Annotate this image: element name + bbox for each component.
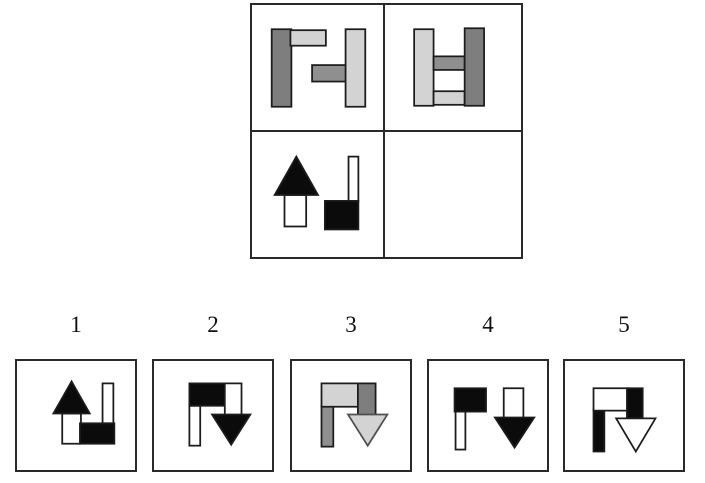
puzzle-matrix: [250, 3, 523, 259]
flag: [320, 382, 360, 408]
matrix-cell-bottom-left: [252, 132, 383, 257]
down-arrow-stem: [223, 382, 243, 417]
flag-pole: [592, 408, 606, 453]
option-label-2: 2: [207, 312, 219, 337]
down-arrow-head: [210, 413, 252, 447]
flag-pole: [320, 404, 335, 448]
up-arrow-stem: [283, 194, 308, 228]
flag: [188, 382, 227, 407]
up-arrow-head: [51, 379, 92, 415]
option-label-4: 4: [482, 312, 494, 337]
option-box-4[interactable]: [427, 359, 549, 472]
up-arrow-stem: [61, 412, 82, 445]
down-arrow-head: [493, 416, 536, 450]
light-vertical-bar: [413, 28, 435, 107]
white-vertical-bar: [347, 155, 360, 203]
option-label-1: 1: [70, 312, 82, 337]
matrix-cell-top-right: [385, 5, 521, 130]
black-block: [324, 200, 360, 231]
matrix-cell-bottom-right-empty: [385, 132, 521, 257]
down-arrow-stem: [626, 387, 644, 422]
option-label-3: 3: [345, 312, 357, 337]
down-arrow-head: [346, 413, 389, 448]
option-box-2[interactable]: [152, 359, 274, 472]
up-arrow-head: [273, 154, 320, 196]
gray-crossbar-upper: [432, 55, 466, 71]
light-flag-top: [289, 29, 327, 47]
option-box-1[interactable]: [15, 359, 137, 472]
light-vertical-bar: [344, 28, 367, 108]
matrix-divider-horizontal: [252, 130, 521, 132]
down-arrow-stem: [502, 387, 525, 420]
option-box-3[interactable]: [290, 359, 412, 472]
light-crossbar-lower: [432, 90, 466, 106]
option-label-5: 5: [618, 312, 630, 337]
gray-flag-middle: [311, 64, 348, 83]
flag: [453, 387, 487, 413]
flag-pole: [454, 409, 467, 451]
matrix-cell-top-left: [252, 5, 383, 130]
white-vertical-bar: [101, 382, 115, 425]
black-block: [79, 422, 116, 445]
flag-pole: [188, 404, 202, 447]
dark-vertical-bar: [463, 27, 485, 107]
down-arrow-stem: [356, 382, 377, 418]
flag: [592, 387, 629, 412]
option-box-5[interactable]: [563, 359, 685, 472]
down-arrow-head: [614, 417, 658, 454]
dark-vertical-bar: [270, 28, 293, 108]
